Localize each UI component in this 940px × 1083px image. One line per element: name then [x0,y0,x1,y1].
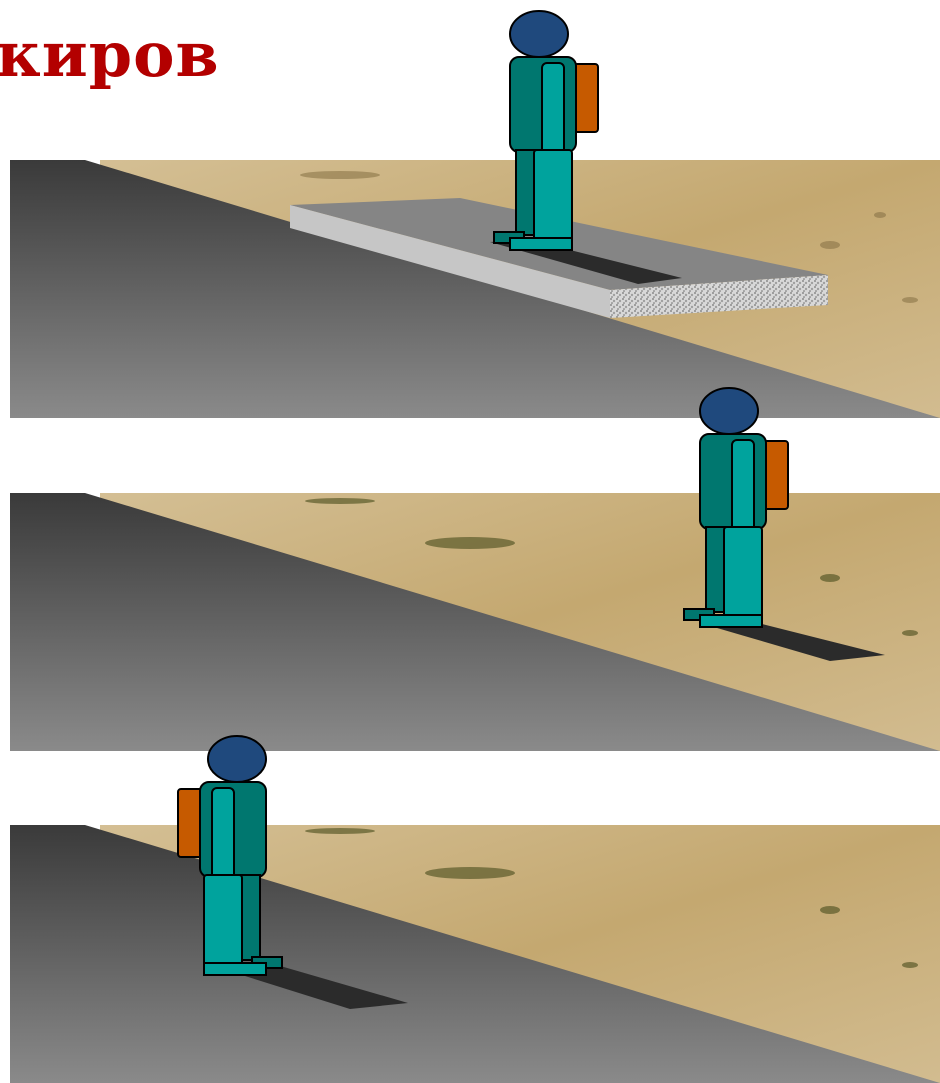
backpack [574,64,598,132]
scene-3-background [10,825,940,1083]
backpack [764,441,788,509]
leg-front [534,150,572,240]
scene-panel-3 [10,825,940,1083]
head [510,11,568,57]
scene-1-background [10,160,940,418]
page-title: киров [0,18,220,91]
pedestrian-figure-3 [172,735,284,980]
foot-front [510,238,572,250]
arm [542,63,564,155]
foot-front [204,963,266,975]
arm [732,440,754,532]
head [208,736,266,782]
leg-front [204,875,242,965]
pedestrian-figure-2 [682,387,794,632]
scene-2-background [10,493,940,751]
scene-panel-2 [10,493,940,751]
backpack [178,789,202,857]
pedestrian-figure-1 [492,10,604,255]
leg-front [724,527,762,617]
scene-panel-1 [10,160,940,418]
head [700,388,758,434]
foot-front [700,615,762,627]
arm [212,788,234,880]
